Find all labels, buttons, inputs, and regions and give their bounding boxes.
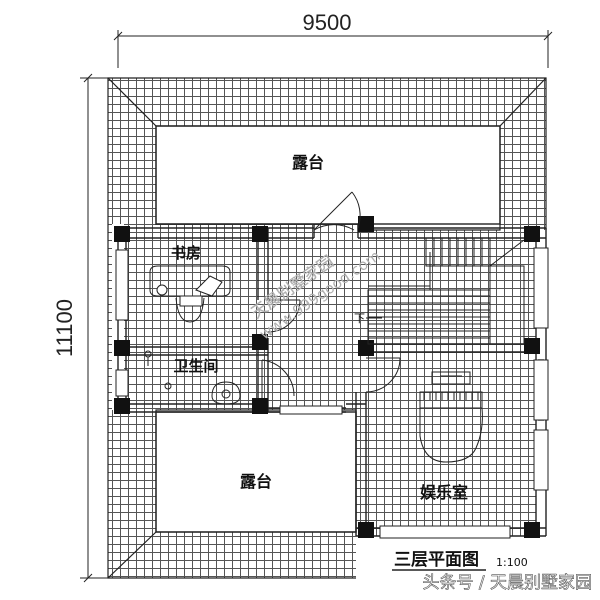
structural-columns: [114, 216, 540, 538]
plan-scale: 1:100: [496, 556, 528, 569]
study-desk: [149, 265, 231, 323]
windows: [115, 247, 549, 539]
doors: [261, 191, 401, 398]
height-dimension-label: 11100: [52, 299, 77, 357]
room-label-upper-terrace: 露台: [292, 153, 324, 172]
bathroom-fixtures: [144, 350, 241, 405]
room-label-entertainment: 娱乐室: [420, 483, 468, 502]
plan-title: 三层平面图: [394, 550, 479, 570]
dimension-lines: [80, 30, 553, 583]
roof-tiles: [107, 77, 548, 580]
room-label-bathroom: 卫生间: [173, 357, 218, 375]
piano: [419, 371, 483, 463]
room-label-study: 书房: [171, 244, 201, 262]
stair-down-label: 下: [354, 312, 365, 325]
width-dimension-label: 9500: [303, 10, 352, 35]
staircase: [366, 237, 525, 345]
room-label-lower-terrace: 露台: [240, 472, 272, 491]
watermark-corner: 头条号 / 天晨别墅家园: [422, 573, 592, 593]
